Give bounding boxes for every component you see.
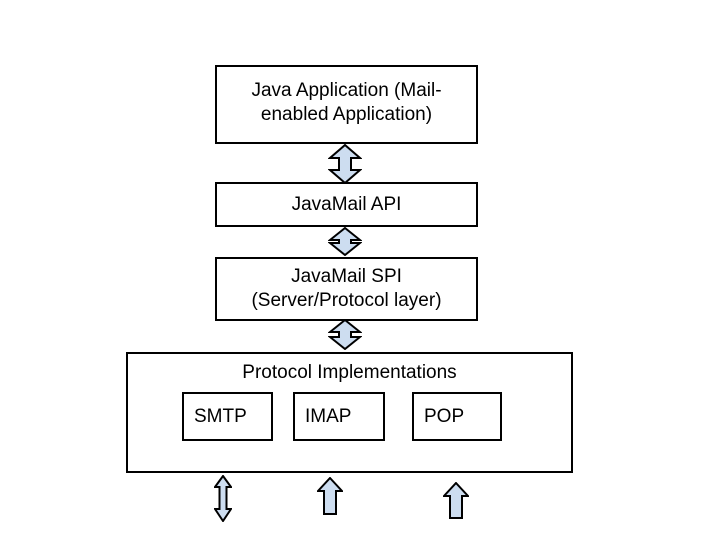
java-application-label-line1: Java Application (Mail- xyxy=(251,80,442,101)
box-java-application: Java Application (Mail- enabled Applicat… xyxy=(215,65,478,144)
up-arrow-imap-icon xyxy=(317,477,343,515)
box-pop: POP xyxy=(412,392,502,441)
box-protocol-implementations: Protocol Implementations SMTP IMAP POP xyxy=(126,352,573,473)
protocol-implementations-title: Protocol Implementations xyxy=(242,362,457,383)
smtp-label: SMTP xyxy=(194,405,247,427)
double-arrow-shape xyxy=(328,319,362,350)
double-arrow-shape xyxy=(328,144,362,184)
up-arrow-shape xyxy=(443,482,469,519)
imap-label: IMAP xyxy=(305,405,352,427)
double-arrow-api-spi-icon xyxy=(328,227,362,256)
box-imap: IMAP xyxy=(293,392,385,441)
double-arrow-app-api-icon xyxy=(328,144,362,184)
up-arrow-shape xyxy=(317,477,343,515)
java-application-label-line2: enabled Application) xyxy=(260,104,433,125)
javamail-api-label: JavaMail API xyxy=(291,193,402,215)
javamail-spi-label-line2: (Server/Protocol layer) xyxy=(251,290,442,311)
box-smtp: SMTP xyxy=(182,392,273,441)
pop-label: POP xyxy=(424,405,465,427)
up-arrow-pop-icon xyxy=(443,482,469,519)
double-arrow-spi-impl-icon xyxy=(328,319,362,350)
double-arrow-shape xyxy=(214,475,232,522)
javamail-spi-label-line1: JavaMail SPI xyxy=(291,266,402,287)
box-javamail-api: JavaMail API xyxy=(215,182,478,227)
double-arrow-shape xyxy=(328,227,362,256)
box-javamail-spi: JavaMail SPI (Server/Protocol layer) xyxy=(215,257,478,321)
double-arrow-smtp-icon xyxy=(214,475,232,522)
